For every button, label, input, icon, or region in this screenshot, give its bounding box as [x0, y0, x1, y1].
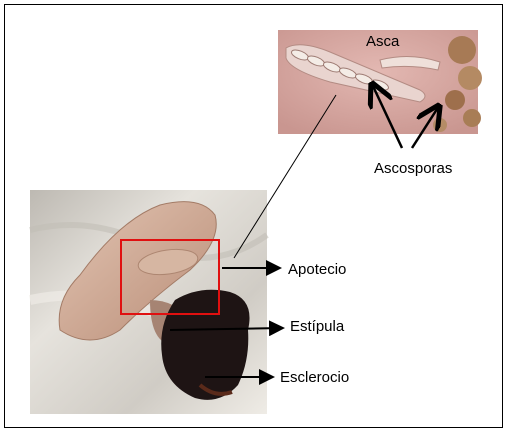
label-apotecio: Apotecio — [288, 261, 346, 278]
label-asca: Asca — [366, 33, 399, 50]
sclerotium — [161, 290, 249, 400]
label-esclerocio: Esclerocio — [280, 369, 349, 386]
label-estipula: Estípula — [290, 318, 344, 335]
label-ascosporas: Ascosporas — [374, 160, 452, 177]
specimen-image — [30, 190, 267, 414]
